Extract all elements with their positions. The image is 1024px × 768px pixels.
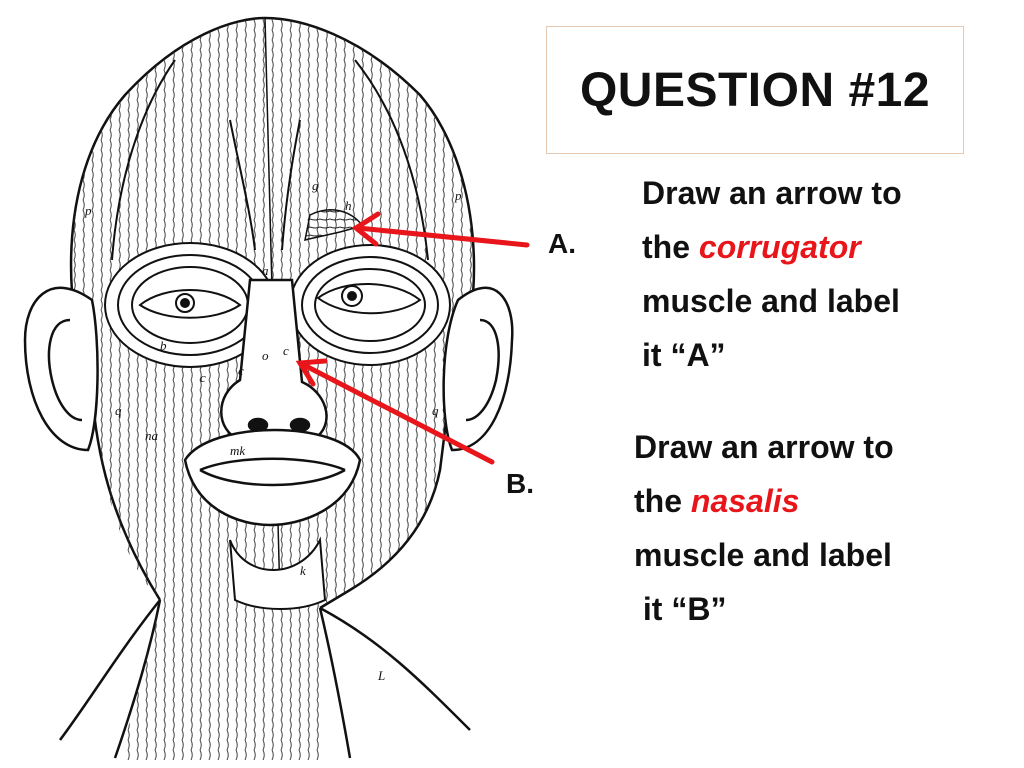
svg-text:q: q bbox=[432, 403, 439, 418]
muscle-name-nasalis: nasalis bbox=[690, 483, 800, 519]
slide-title: QUESTION #12 bbox=[579, 63, 931, 117]
svg-text:q: q bbox=[115, 403, 122, 418]
question-a: Draw an arrow to the corrugator muscle a… bbox=[642, 166, 902, 382]
svg-text:b: b bbox=[160, 338, 167, 353]
question-b: Draw an arrow to the nasalis muscle and … bbox=[634, 420, 894, 636]
question-b-prefix: the bbox=[634, 483, 691, 519]
question-b-line1: Draw an arrow to bbox=[634, 429, 894, 465]
svg-text:c: c bbox=[283, 343, 289, 358]
svg-text:p: p bbox=[84, 203, 92, 218]
muscle-name-corrugator: corrugator bbox=[698, 229, 861, 265]
svg-text:k: k bbox=[300, 563, 306, 578]
question-b-line4: it “B” bbox=[634, 591, 727, 627]
mouth bbox=[183, 428, 362, 527]
question-a-line4: it “A” bbox=[642, 337, 726, 373]
question-a-line3: muscle and label bbox=[642, 283, 900, 319]
svg-text:c: c bbox=[238, 363, 244, 378]
arrow-b bbox=[295, 358, 495, 465]
question-a-prefix: the bbox=[642, 229, 699, 265]
ears bbox=[23, 286, 514, 452]
frontalis-edges bbox=[111, 59, 429, 261]
eyes bbox=[138, 282, 422, 319]
svg-text:na: na bbox=[145, 428, 159, 443]
question-b-line3: muscle and label bbox=[634, 537, 892, 573]
arrow-a bbox=[351, 211, 530, 248]
svg-text:o: o bbox=[262, 348, 269, 363]
question-a-line2: the corrugator bbox=[642, 220, 902, 274]
svg-text:g: g bbox=[312, 178, 319, 193]
title-box: QUESTION #12 bbox=[546, 26, 964, 154]
chin bbox=[229, 536, 327, 610]
svg-text:L: L bbox=[377, 668, 385, 683]
diagram-letters: p p g b c c h a q q mk na k L o c bbox=[84, 178, 462, 683]
svg-text:mk: mk bbox=[230, 443, 245, 458]
svg-text:h: h bbox=[345, 198, 352, 213]
svg-text:p: p bbox=[454, 188, 462, 203]
label-b: B. bbox=[506, 468, 534, 499]
label-a: A. bbox=[548, 228, 576, 259]
question-b-line2: the nasalis bbox=[634, 474, 894, 528]
svg-text:c: c bbox=[200, 370, 206, 385]
question-a-line1: Draw an arrow to bbox=[642, 175, 902, 211]
svg-text:a: a bbox=[262, 263, 269, 278]
